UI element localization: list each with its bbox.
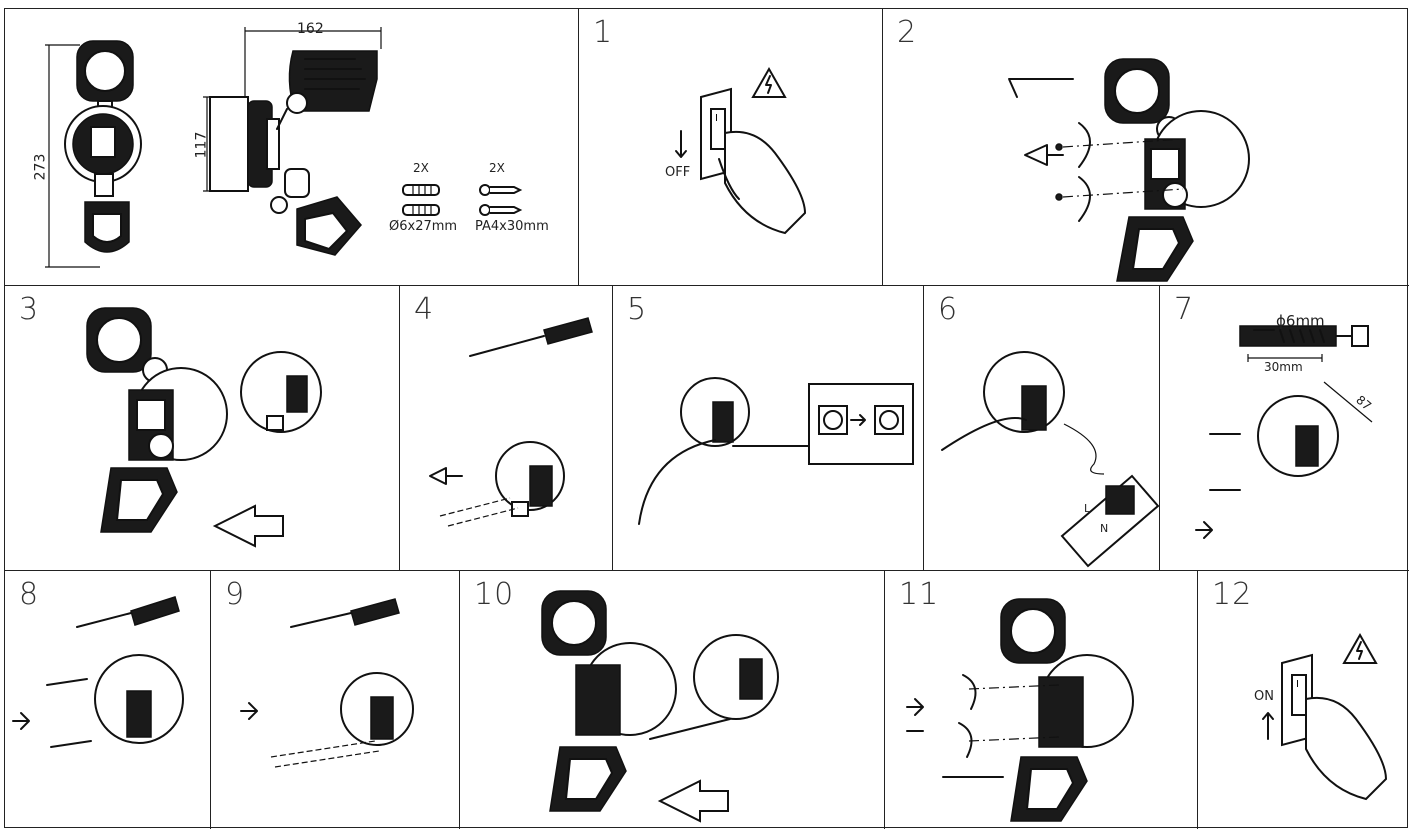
terminal-label-live: L: [1084, 502, 1091, 515]
step-number: 3: [19, 292, 40, 327]
step-number: 11: [899, 577, 940, 612]
step-11-panel: 11: [885, 571, 1198, 829]
lamp-separated-drawing: [86, 307, 322, 548]
on-label: ON: [1254, 689, 1274, 704]
fix-lamp-drawing: [906, 598, 1134, 822]
step-7-panel: 7 ϕ6mm 30mm 87: [1160, 286, 1409, 571]
terminal-label-neutral: N: [1100, 522, 1109, 535]
screws-size: PA4x30mm: [475, 219, 549, 234]
svg-text:I: I: [715, 113, 718, 124]
connect-wires-drawing: [240, 598, 414, 768]
step-12-panel: 12 I ON: [1198, 571, 1409, 829]
step-number: 2: [897, 15, 918, 50]
terminal-wiring-drawing: [941, 351, 1159, 568]
remove-base-drawing: [1008, 58, 1250, 282]
screws-quantity: 2X: [489, 161, 505, 175]
step-number: 12: [1212, 577, 1253, 612]
switch-off-drawing: I: [675, 66, 807, 235]
step-number: 7: [1174, 292, 1195, 327]
overview-drawing: [45, 27, 523, 268]
warning-icon: [751, 66, 787, 98]
step-number: 5: [627, 292, 648, 327]
drill-holes-drawing: [1195, 325, 1373, 539]
screw-icon: [479, 184, 523, 216]
step-number: 8: [19, 577, 40, 612]
dimension-width: 162: [297, 21, 324, 37]
dimension-height-base: 117: [193, 131, 210, 159]
step-number: 9: [225, 577, 246, 612]
step-1-panel: 1 I OFF: [579, 9, 883, 286]
screwdriver-icon: [469, 317, 593, 357]
warning-icon: [1342, 632, 1378, 664]
mount-base-drawing: [12, 596, 184, 748]
svg-text:I: I: [1296, 679, 1299, 690]
step-8-panel: 8: [5, 571, 211, 829]
step-number: 1: [593, 15, 614, 50]
hex-key-icon: [1008, 78, 1074, 98]
step-number: 4: [414, 292, 435, 327]
step-3-panel: 3: [5, 286, 400, 571]
overview-panel: 162 273 117 2X Ø6x27mm 2X PA4x30mm: [5, 9, 579, 286]
step-2-panel: 2: [883, 9, 1409, 286]
step-10-panel: 10: [460, 571, 885, 829]
drill-diameter: ϕ6mm: [1276, 312, 1325, 330]
step-number: 10: [474, 577, 515, 612]
switch-on-drawing: I: [1262, 632, 1388, 801]
instruction-sheet: 162 273 117 2X Ø6x27mm 2X PA4x30mm 1 I O…: [4, 8, 1409, 829]
off-label: OFF: [665, 165, 691, 180]
screwdriver-drawing: [429, 317, 593, 527]
drill-depth: 30mm: [1264, 360, 1303, 374]
step-9-panel: 9: [211, 571, 460, 829]
plugs-size: Ø6x27mm: [389, 219, 458, 234]
step-4-panel: 4: [400, 286, 613, 571]
step-number: 6: [938, 292, 959, 327]
step-6-panel: 6 L N: [924, 286, 1160, 571]
cable-connection-drawing: [638, 377, 914, 525]
plugs-quantity: 2X: [413, 161, 429, 175]
dimension-height-total: 273: [32, 153, 49, 181]
step-5-panel: 5: [613, 286, 924, 571]
reassemble-drawing: [541, 590, 779, 823]
wall-plug-icon: [402, 184, 440, 216]
